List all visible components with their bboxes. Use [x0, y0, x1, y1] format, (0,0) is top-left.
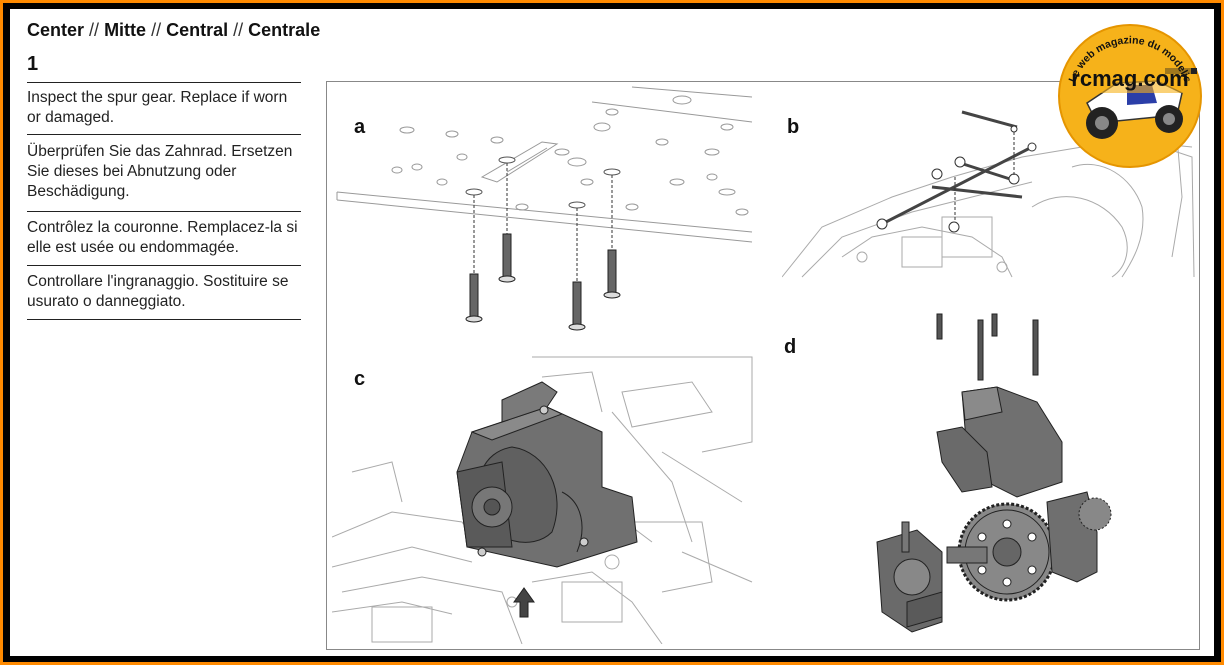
panel-label-d: d	[784, 336, 797, 358]
title-fr: Central	[166, 20, 229, 40]
manual-page: Center // Mitte // Central // Centrale 1…	[10, 9, 1214, 656]
divider	[27, 134, 301, 135]
divider	[27, 319, 301, 320]
illustration-panel: a b c d	[326, 81, 1200, 650]
illustration-c-gearbox-install	[332, 356, 753, 644]
step-number: 1	[27, 53, 39, 75]
panel-label-c: c	[354, 368, 366, 390]
section-title: Center // Mitte // Central // Centrale	[27, 20, 320, 41]
illustration-d-gearbox-exploded	[876, 313, 1112, 633]
title-de: Mitte	[104, 20, 147, 40]
instruction-en: Inspect the spur gear. Replace if worn o…	[27, 89, 288, 126]
panel-label-a: a	[354, 116, 366, 138]
divider	[27, 265, 301, 266]
illustration-a-chassis-screws	[336, 86, 753, 331]
rcmag-watermark-logo: rcmag.com Le web magazine du modelisme	[1057, 23, 1202, 168]
panel-label-b: b	[787, 116, 800, 138]
instruction-it: Controllare l'ingranaggio. Sostituire se…	[27, 273, 289, 310]
title-separator: //	[151, 20, 162, 40]
title-separator: //	[233, 20, 244, 40]
instruction-fr: Contrôlez la couronne. Remplacez-la si e…	[27, 219, 298, 256]
illustration-b-linkage	[782, 110, 1195, 278]
instruction-de: Überprüfen Sie das Zahnrad. Ersetzen Sie…	[27, 143, 293, 200]
spur-gear-icon	[957, 502, 1057, 602]
divider	[27, 211, 301, 212]
title-separator: //	[89, 20, 100, 40]
divider	[27, 82, 301, 83]
title-it: Centrale	[248, 20, 321, 40]
title-en: Center	[27, 20, 85, 40]
up-arrow-icon	[513, 587, 535, 618]
watermark-brand: rcmag.com	[1071, 66, 1188, 91]
